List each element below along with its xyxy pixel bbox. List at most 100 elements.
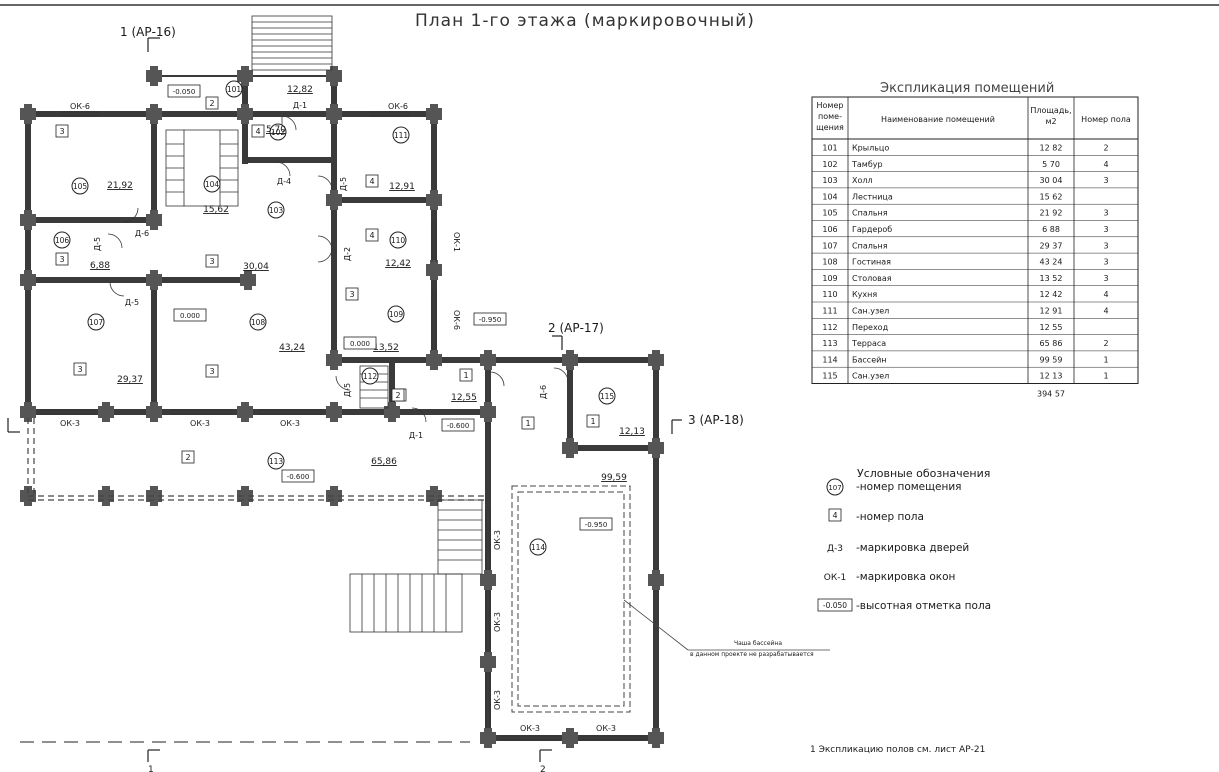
level-mark-box	[281, 469, 315, 483]
room-number-circle	[225, 80, 243, 98]
legend-text: -маркировка дверей	[856, 542, 969, 554]
table-cell-area: 12 42	[1040, 290, 1063, 299]
room-number-circle	[53, 231, 71, 249]
table-cell-area: 5 70	[1042, 160, 1060, 169]
table-cell-num: 101	[822, 144, 837, 153]
room-area-label: 29,37	[117, 375, 143, 385]
pool-note-line-2: в данном проекте не разрабатывается	[690, 651, 814, 658]
table-cell-floor: 2	[1103, 144, 1108, 153]
level-mark-box	[441, 418, 475, 432]
window-label: ОК-3	[596, 724, 616, 733]
section-3-label: 3 (АР-18)	[688, 413, 744, 427]
pool-note-line-1: Чаша бассейна	[734, 640, 782, 647]
door-label: Д-5	[339, 177, 348, 191]
floor-number-box	[73, 362, 87, 376]
table-frame	[811, 96, 1139, 384]
table-cell-num: 107	[822, 241, 837, 250]
table-cell-name: Сан.узел	[852, 307, 889, 316]
floor-number-box	[205, 96, 219, 110]
room-number-label: 101	[227, 85, 242, 94]
table-cell-area: 13 52	[1040, 274, 1063, 283]
table-cell-floor: 3	[1103, 241, 1108, 250]
level-mark-label: 0.000	[180, 312, 200, 320]
table-cell-name: Гардероб	[852, 225, 892, 234]
section-1-label: 1 (АР-16)	[120, 25, 176, 39]
room-number-label: 112	[363, 372, 378, 381]
floor-number-box	[586, 414, 600, 428]
room-number-label: 103	[269, 206, 284, 215]
table-header-area: Площадь,	[1030, 106, 1071, 115]
floor-number-label: 2	[209, 99, 214, 108]
window-label: ОК-3	[493, 690, 502, 710]
table-cell-floor: 4	[1103, 307, 1108, 316]
floor-number-box	[55, 252, 69, 266]
floor-number-label: 1	[463, 371, 468, 380]
hall-area-label: 30,04	[243, 262, 269, 272]
table-cell-name: Терраса	[851, 339, 886, 348]
floor-number-box	[521, 416, 535, 430]
window-label: ОК-6	[388, 102, 408, 111]
room-number-circle	[203, 175, 221, 193]
window-label: ОК-3	[60, 419, 80, 428]
table-cell-num: 105	[822, 209, 837, 218]
table-cell-num: 113	[822, 339, 837, 348]
legend-symbol: Д-3	[827, 544, 843, 554]
room-area-label: 12,82	[287, 85, 313, 95]
table-cell-area: 12 91	[1040, 307, 1063, 316]
floor-number-box	[251, 124, 265, 138]
room-number-circle	[87, 313, 105, 331]
floor-number-label: 3	[59, 127, 64, 136]
window-label: ОК-3	[520, 724, 540, 733]
table-header-num: щения	[816, 123, 844, 132]
room-area-label: 12,55	[451, 393, 477, 403]
room-number-circle	[529, 538, 547, 556]
sheet-title: План 1-го этажа (маркировочный)	[415, 11, 755, 31]
legend-symbol: 4	[832, 511, 837, 520]
door-label: Д-6	[539, 385, 548, 399]
table-cell-floor: 1	[1103, 372, 1108, 381]
floor-number-box	[365, 174, 379, 188]
table-cell-num: 108	[822, 258, 837, 267]
legend-text: -номер пола	[856, 511, 924, 523]
level-mark-box	[579, 517, 613, 531]
legend-text: -высотная отметка пола	[856, 600, 991, 612]
room-number-label: 104	[205, 180, 220, 189]
table-cell-num: 104	[822, 192, 837, 201]
floor-number-label: 3	[77, 365, 82, 374]
floor-number-label: 1	[590, 417, 595, 426]
table-header-area: м2	[1045, 117, 1056, 126]
table-cell-area: 12 82	[1040, 144, 1063, 153]
room-area-label: 65,86	[371, 457, 397, 467]
room-number-label: 105	[73, 182, 88, 191]
floor-number-box	[205, 254, 219, 268]
floor-number-label: 4	[369, 231, 374, 240]
level-mark-box	[167, 84, 201, 98]
room-number-label: 113	[269, 457, 284, 466]
table-cell-name: Лестница	[852, 192, 893, 201]
room-area-label: 13,52	[373, 343, 399, 353]
level-mark-box	[173, 308, 207, 322]
table-cell-area: 99 59	[1040, 355, 1063, 364]
floor-number-label: 3	[349, 290, 354, 299]
floor-number-label: 2	[185, 453, 190, 462]
table-cell-name: Спальня	[852, 241, 888, 250]
room-number-circle	[598, 387, 616, 405]
floor-number-box	[55, 124, 69, 138]
table-cell-floor: 4	[1103, 160, 1108, 169]
table-cell-area: 30 04	[1040, 176, 1063, 185]
room-number-label: 107	[89, 318, 104, 327]
table-cell-area: 12 55	[1040, 323, 1063, 332]
room-number-label: 115	[600, 392, 615, 401]
section-markers	[7, 37, 682, 762]
room-area-label: 15,62	[203, 205, 229, 215]
section-1-bottom-label: 1	[148, 765, 154, 772]
room-number-circle	[267, 201, 285, 219]
legend-level-box-icon	[817, 598, 853, 612]
table-cell-name: Переход	[852, 323, 889, 332]
door-label: Д-4	[277, 177, 291, 186]
table-cell-num: 112	[822, 323, 837, 332]
level-mark-label: -0.600	[447, 422, 470, 430]
